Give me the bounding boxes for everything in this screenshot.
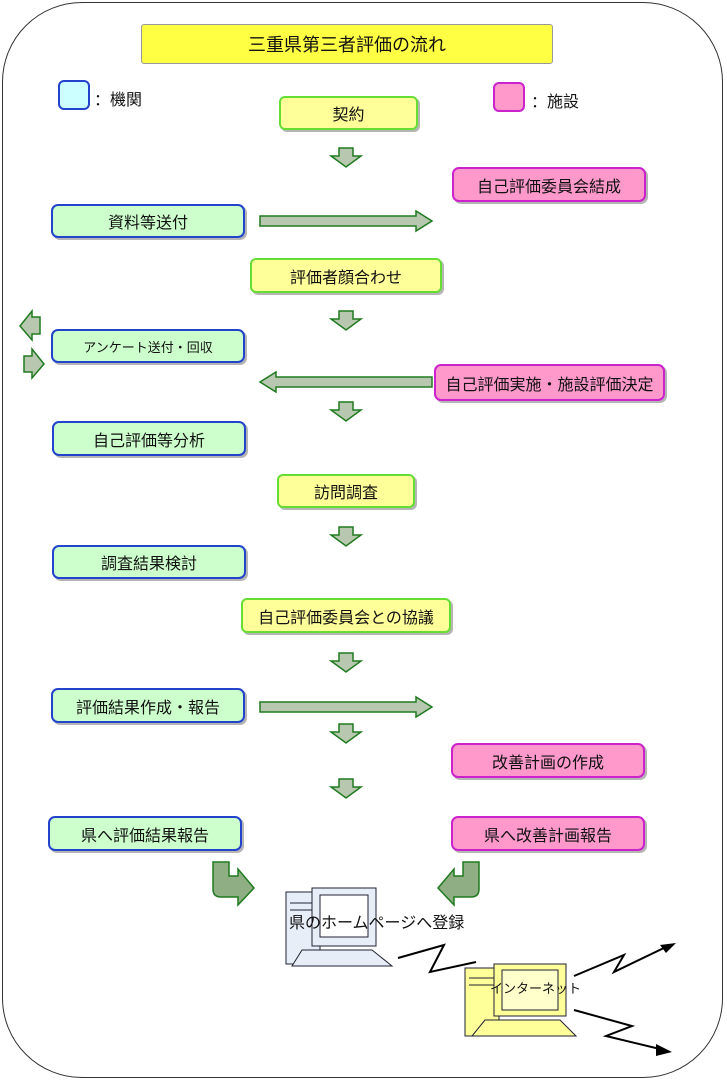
down-arrow-5 bbox=[328, 652, 364, 673]
step-self-evaluation: 自己評価実施・施設評価決定 bbox=[434, 364, 665, 401]
down-arrow-6 bbox=[328, 723, 364, 744]
down-arrow-2 bbox=[328, 310, 364, 331]
step-committee-formation: 自己評価委員会結成 bbox=[452, 167, 646, 202]
arrow-documents-to-facility bbox=[259, 209, 434, 233]
legend-facility-label: ：施設 bbox=[531, 92, 580, 111]
step-evaluator-meeting: 評価者顔合わせ bbox=[250, 258, 442, 293]
step-send-documents: 資料等送付 bbox=[51, 204, 245, 238]
internet-label: インターネット bbox=[490, 982, 582, 997]
link-bolt-3 bbox=[573, 1009, 665, 1051]
diagram-title: 三重県第三者評価の流れ bbox=[141, 24, 553, 64]
curved-arrow-left bbox=[212, 861, 256, 907]
step-improvement-plan: 改善計画の作成 bbox=[451, 743, 645, 778]
legend-facility-swatch bbox=[493, 82, 525, 112]
step-questionnaire: アンケート送付・回収 bbox=[51, 329, 245, 363]
horizontal-arrows bbox=[258, 209, 434, 719]
side-arrow-in bbox=[23, 346, 45, 381]
down-arrow-1 bbox=[328, 147, 364, 168]
curved-arrow-right bbox=[436, 861, 480, 907]
side-arrows bbox=[19, 308, 45, 381]
link-bolt-1 bbox=[397, 943, 477, 974]
homepage-computer-icon bbox=[285, 887, 394, 967]
legend-agency-label: ：機関 bbox=[94, 90, 143, 109]
step-report-to-prefecture: 県へ評価結果報告 bbox=[48, 816, 242, 851]
down-arrow-7 bbox=[328, 778, 364, 799]
step-review-results: 調査結果検討 bbox=[52, 545, 246, 579]
side-arrow-out bbox=[19, 308, 41, 343]
down-arrow-4 bbox=[328, 526, 364, 547]
down-arrow-3 bbox=[328, 401, 364, 422]
arrow-report-to-facility bbox=[259, 695, 434, 719]
step-analysis: 自己評価等分析 bbox=[52, 421, 246, 456]
step-plan-to-prefecture: 県へ改善計画報告 bbox=[451, 816, 645, 851]
down-arrows bbox=[328, 147, 364, 799]
step-contract: 契約 bbox=[279, 96, 418, 130]
step-visit-survey: 訪問調査 bbox=[277, 474, 415, 508]
internet-computer-icon bbox=[464, 963, 578, 1037]
homepage-label: 県のホームページへ登録 bbox=[289, 913, 465, 932]
link-bolt-2 bbox=[573, 945, 669, 977]
legend-agency-swatch bbox=[58, 80, 90, 110]
step-committee-discussion: 自己評価委員会との協議 bbox=[241, 598, 451, 633]
arrow-evaluation-to-agency bbox=[258, 370, 433, 394]
step-create-report: 評価結果作成・報告 bbox=[51, 688, 245, 723]
